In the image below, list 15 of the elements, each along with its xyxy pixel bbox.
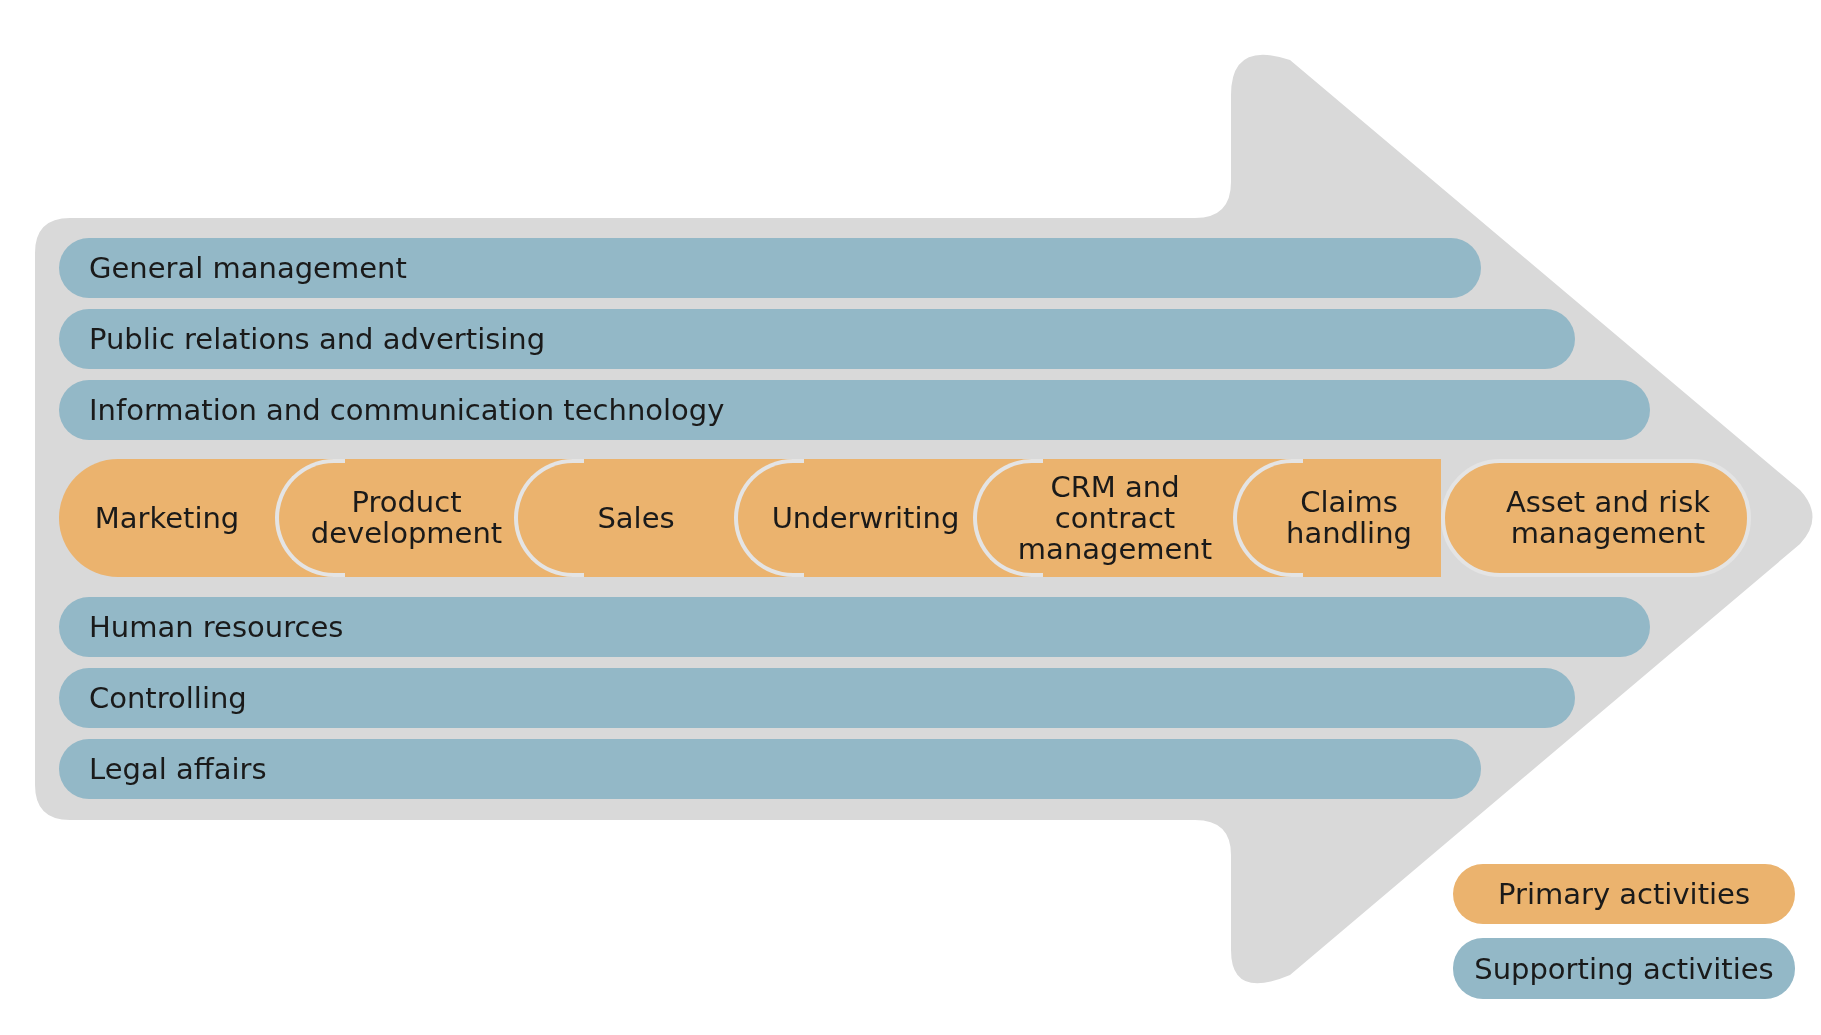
supporting-activity-band: Information and communication technology	[59, 380, 1650, 440]
legend-item: Primary activities	[1453, 864, 1795, 924]
primary-activity: CRM and contract management	[973, 459, 1233, 577]
primary-activity: Marketing	[59, 459, 275, 577]
supporting-activity-band: Human resources	[59, 597, 1650, 657]
primary-activity: Product development	[275, 459, 514, 577]
supporting-activity-band: Public relations and advertising	[59, 309, 1575, 369]
supporting-activity-band: Controlling	[59, 668, 1575, 728]
supporting-activity-band: General management	[59, 238, 1481, 298]
primary-activity: Underwriting	[734, 459, 973, 577]
primary-activity: Sales	[514, 459, 734, 577]
primary-activity: Asset and risk management	[1441, 459, 1751, 577]
supporting-activity-band: Legal affairs	[59, 739, 1481, 799]
legend-item: Supporting activities	[1453, 938, 1795, 999]
primary-activity: Claims handling	[1233, 459, 1441, 577]
